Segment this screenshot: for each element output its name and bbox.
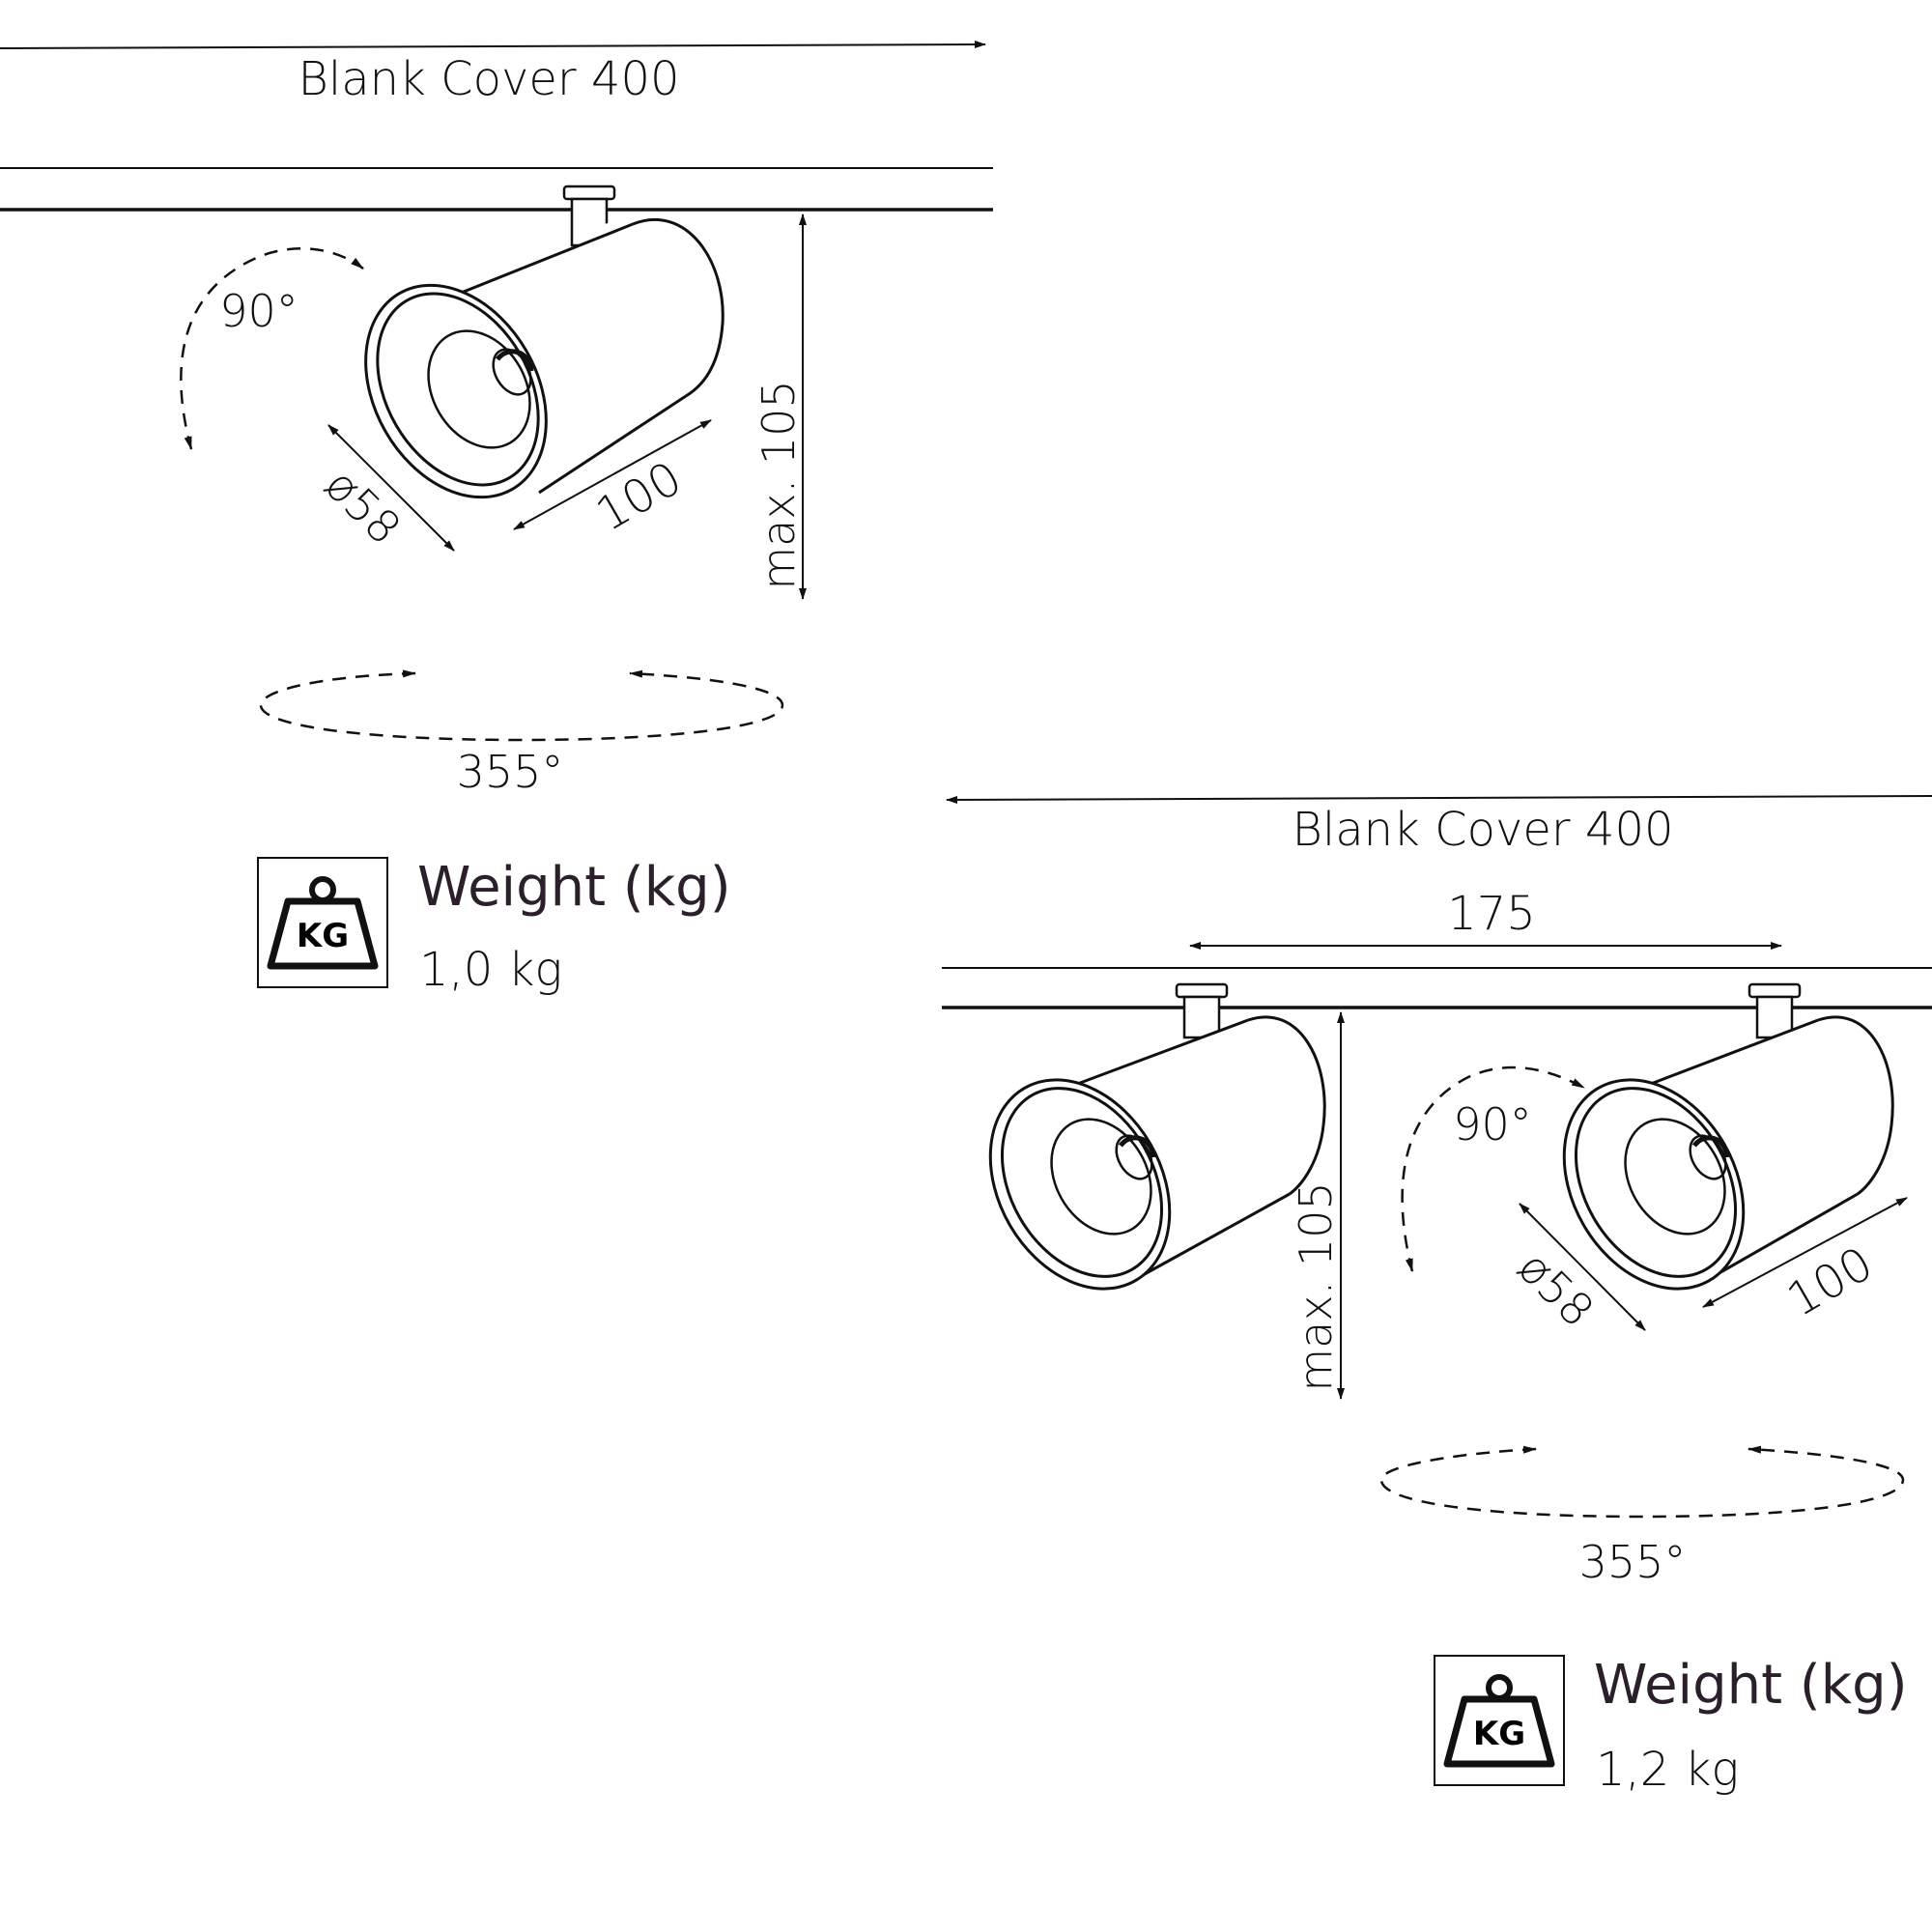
bottom-unit <box>942 795 1932 1786</box>
track-adapter-right <box>1747 982 1802 1039</box>
weight-kg-icon <box>267 876 379 970</box>
top-unit <box>0 41 993 988</box>
blank-cover-label: Blank Cover 400 <box>298 52 679 106</box>
spotlight-lens <box>492 348 532 396</box>
weight-icon-text: KG <box>297 917 349 955</box>
weight-title: Weight (kg) <box>417 856 731 919</box>
spacing-label: 175 <box>1447 887 1536 941</box>
blank-cover-dimension-arrow <box>0 41 986 49</box>
diameter-dimension-arrow <box>1519 1203 1646 1331</box>
diameter-label: ø58 <box>1508 1241 1604 1337</box>
tilt-angle-label: 90° <box>1453 1098 1532 1151</box>
weight-kg-icon <box>1443 1674 1555 1768</box>
blank-cover-label: Blank Cover 400 <box>1292 803 1673 857</box>
length-dimension-arrow <box>513 419 712 530</box>
spotlight-body-left <box>988 1015 1327 1291</box>
weight-icon-frame <box>1434 1655 1565 1786</box>
weight-icon-frame <box>257 857 388 988</box>
diameter-label: ø58 <box>315 459 411 554</box>
tilt-angle-label: 90° <box>219 285 298 337</box>
height-label: max. 105 <box>1290 1181 1342 1391</box>
blank-cover-dimension-arrow <box>946 795 1932 804</box>
weight-title: Weight (kg) <box>1594 1654 1908 1717</box>
weight-value: 1,0 kg <box>419 943 562 997</box>
weight-icon-text: KG <box>1473 1715 1525 1753</box>
rotation-angle-label: 355° <box>1579 1536 1687 1588</box>
rotation-angle-label: 355° <box>457 746 564 798</box>
rotation-ellipse-arrow <box>259 669 784 742</box>
length-label: 100 <box>1778 1236 1882 1327</box>
weight-value: 1,2 kg <box>1596 1743 1739 1797</box>
rotation-ellipse-arrow <box>1379 1445 1905 1519</box>
tilt-arc-arrow <box>180 246 364 450</box>
diameter-dimension-arrow <box>327 424 455 552</box>
spotlight-reflector <box>427 329 531 449</box>
length-dimension-arrow <box>1702 1197 1908 1308</box>
height-label: max. 105 <box>753 380 805 589</box>
track-adapter <box>562 185 616 247</box>
length-label: 100 <box>587 451 691 542</box>
